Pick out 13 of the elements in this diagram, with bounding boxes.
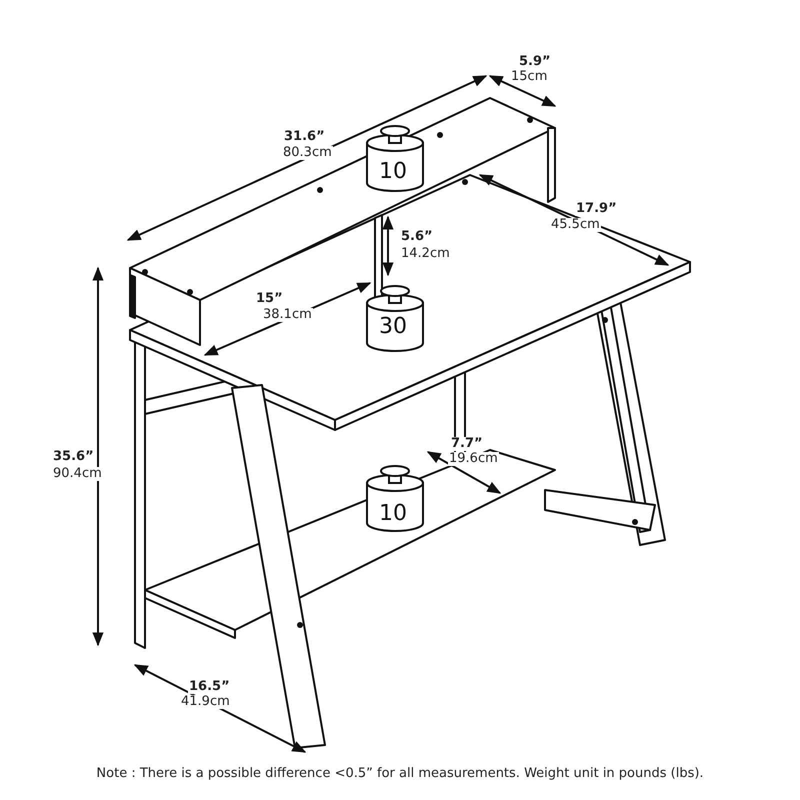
dimension-label: 38.1cm: [262, 308, 313, 322]
weight-value: 10: [378, 160, 408, 184]
weight-value: 10: [378, 502, 408, 526]
dimension-label: 45.5cm: [550, 218, 601, 232]
dimension-label: 17.9”: [575, 202, 618, 216]
dimension-label: 41.9cm: [180, 695, 231, 710]
dimension-label: 19.6cm: [448, 452, 499, 466]
dimension-label: 7.7”: [450, 437, 484, 452]
dimension-label: 80.3cm: [282, 146, 333, 160]
dimension-label: 16.5”: [188, 680, 231, 694]
weight-value: 30: [378, 315, 408, 340]
caption: Note : There is a possible difference <0.5” for all measurements. Weight unit in pounds (lbs).: [96, 766, 704, 781]
dimension-label: 90.4cm: [52, 467, 103, 482]
